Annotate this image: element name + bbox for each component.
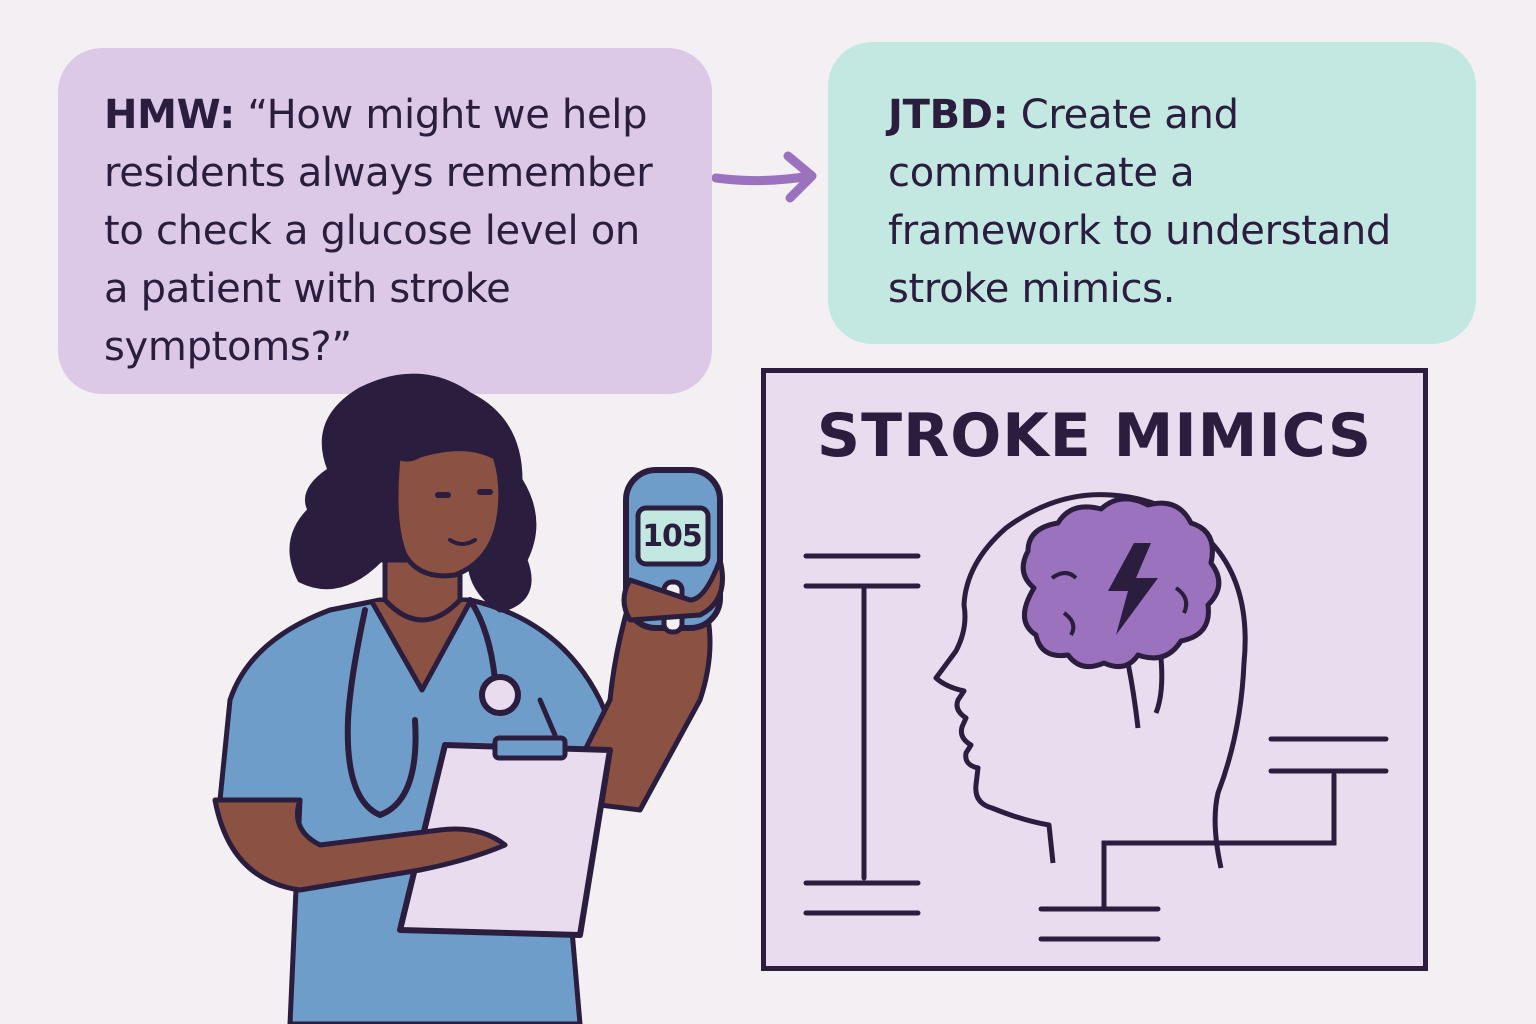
jtbd-line-3: framework to understand bbox=[888, 208, 1392, 254]
brain-icon bbox=[1020, 496, 1222, 729]
jtbd-text-1: Create and bbox=[1020, 92, 1239, 138]
poster-diagram bbox=[803, 492, 1389, 942]
nurse-illustration bbox=[212, 373, 725, 1024]
stethoscope-icon bbox=[344, 607, 419, 818]
hmw-line-1: HMW: “How might we help bbox=[104, 86, 712, 144]
hmw-line-5: symptoms?” bbox=[104, 324, 352, 370]
lightning-bolt-icon bbox=[1108, 543, 1158, 635]
glucose-meter-reading: 105 bbox=[642, 519, 703, 554]
jtbd-speech-bubble: JTBD: Create and communicate a framework… bbox=[828, 42, 1476, 344]
hmw-line-2: residents always remember bbox=[104, 150, 653, 196]
hmw-line-4: a patient with stroke bbox=[104, 266, 511, 312]
hmw-speech-bubble: HMW: “How might we help residents always… bbox=[58, 48, 712, 394]
stroke-mimics-poster: STROKE MIMICS bbox=[761, 368, 1428, 971]
jtbd-label: JTBD: bbox=[888, 92, 1009, 138]
hmw-line-3: to check a glucose level on bbox=[104, 208, 640, 254]
poster-title: STROKE MIMICS bbox=[816, 401, 1373, 471]
jtbd-line-2: communicate a bbox=[888, 150, 1195, 196]
jtbd-line-4: stroke mimics. bbox=[888, 266, 1176, 312]
hmw-text-1: “How might we help bbox=[247, 92, 648, 138]
hmw-label: HMW: bbox=[104, 92, 235, 138]
arrow-right-icon bbox=[712, 151, 817, 203]
jtbd-line-1: JTBD: Create and bbox=[888, 86, 1476, 144]
head-profile-icon bbox=[933, 492, 1248, 869]
